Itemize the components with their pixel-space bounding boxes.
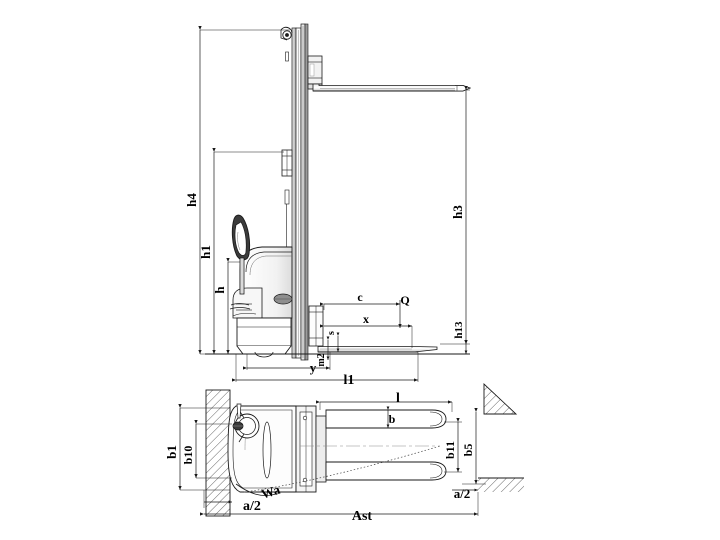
mast-pulley [280, 26, 293, 41]
plan-view-dimension-labels: b1 b10 l b b11 b5 Wa a/2 a/2 Ast [164, 391, 475, 524]
plan-view [205, 382, 524, 517]
truck-plan-body [227, 403, 327, 493]
dim-label-a-half-right: a/2 [454, 486, 471, 501]
ground-fork [308, 305, 438, 353]
dim-label-a-half-left: a/2 [243, 499, 261, 514]
dim-label-s: s [326, 331, 337, 335]
dim-label-b11: b11 [443, 441, 457, 459]
dim-label-m2: m2 [316, 353, 327, 366]
dim-label-Ast: Ast [352, 509, 373, 524]
wall-left [205, 389, 231, 517]
raised-fork [312, 83, 472, 92]
tiller-head-plan [232, 403, 260, 443]
dim-label-b1: b1 [164, 445, 179, 459]
truck-body [232, 246, 293, 358]
dim-label-b5: b5 [461, 444, 475, 457]
side-view-dimension-labels: h4 h1 h h3 h13 c Q x s m2 y l1 [184, 193, 465, 388]
dim-label-h4: h4 [184, 193, 199, 207]
dim-label-h: h [212, 286, 227, 294]
side-view-dimensions [198, 25, 470, 382]
dim-label-Wa: Wa [259, 482, 282, 502]
mast-assembly [280, 23, 309, 361]
dim-label-h3: h3 [450, 205, 465, 219]
dim-label-Q: Q [400, 293, 409, 307]
dim-label-c: c [357, 290, 363, 304]
turning-radius-arc [235, 445, 441, 496]
dim-label-y: y [310, 360, 317, 375]
plan-view-dimensions [178, 400, 486, 516]
dim-label-x: x [363, 312, 369, 326]
dim-label-h13: h13 [453, 321, 465, 339]
reference-triangle [483, 382, 518, 415]
dim-label-l: l [396, 391, 400, 406]
side-elevation-view [205, 23, 472, 361]
plan-forks [325, 409, 447, 481]
tiller-arm [229, 214, 251, 310]
dim-label-l1: l1 [344, 373, 355, 388]
dim-label-h1: h1 [198, 245, 213, 259]
wall-right [478, 477, 524, 492]
dim-label-b10: b10 [181, 446, 195, 465]
dim-label-b: b [389, 412, 396, 426]
